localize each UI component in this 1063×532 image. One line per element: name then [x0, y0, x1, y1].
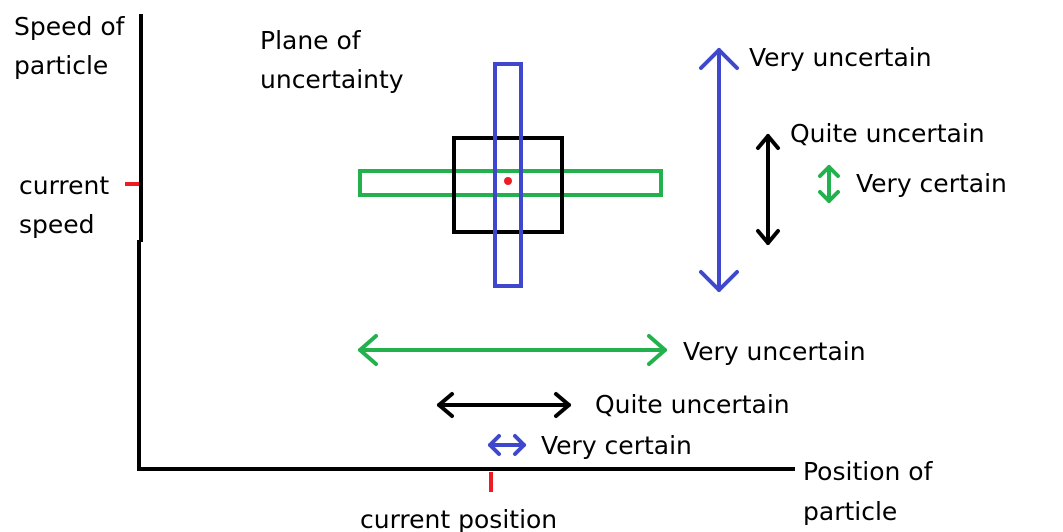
current-speed-label-line1: current [19, 171, 109, 200]
uncertainty-plane [358, 62, 663, 288]
vertical-label-quite-uncertain: Quite uncertain [790, 119, 985, 148]
horizontal-label-quite-uncertain: Quite uncertain [595, 390, 790, 419]
current-speed-label-line2: speed [19, 210, 95, 239]
plane-title-line2: uncertainty [260, 65, 404, 94]
y-axis-label-line1: Speed of [14, 12, 126, 41]
blue-uncertainty-box [493, 62, 523, 288]
vertical-arrows [699, 48, 840, 292]
green-vertical-arrow [818, 165, 840, 203]
black-vertical-arrow [756, 134, 780, 245]
x-axis-label-line1: Position of [803, 457, 934, 486]
horizontal-label-very-certain: Very certain [541, 431, 692, 460]
current-position-label: current position [360, 505, 557, 532]
x-axis-label-line2: particle [803, 497, 897, 526]
green-uncertainty-box [358, 169, 663, 197]
current-state-dot [504, 177, 512, 185]
horizontal-label-very-uncertain: Very uncertain [683, 337, 866, 366]
vertical-label-very-uncertain: Very uncertain [749, 43, 932, 72]
black-horizontal-arrow [437, 392, 571, 418]
blue-horizontal-arrow [488, 434, 526, 456]
black-uncertainty-box [452, 136, 564, 234]
y-axis-label-line2: particle [14, 51, 108, 80]
horizontal-arrows [358, 334, 667, 456]
axes [137, 14, 795, 471]
blue-vertical-arrow [699, 48, 739, 292]
plane-title-line1: Plane of [260, 26, 362, 55]
green-horizontal-arrow [358, 334, 667, 366]
vertical-label-very-certain: Very certain [856, 169, 1007, 198]
